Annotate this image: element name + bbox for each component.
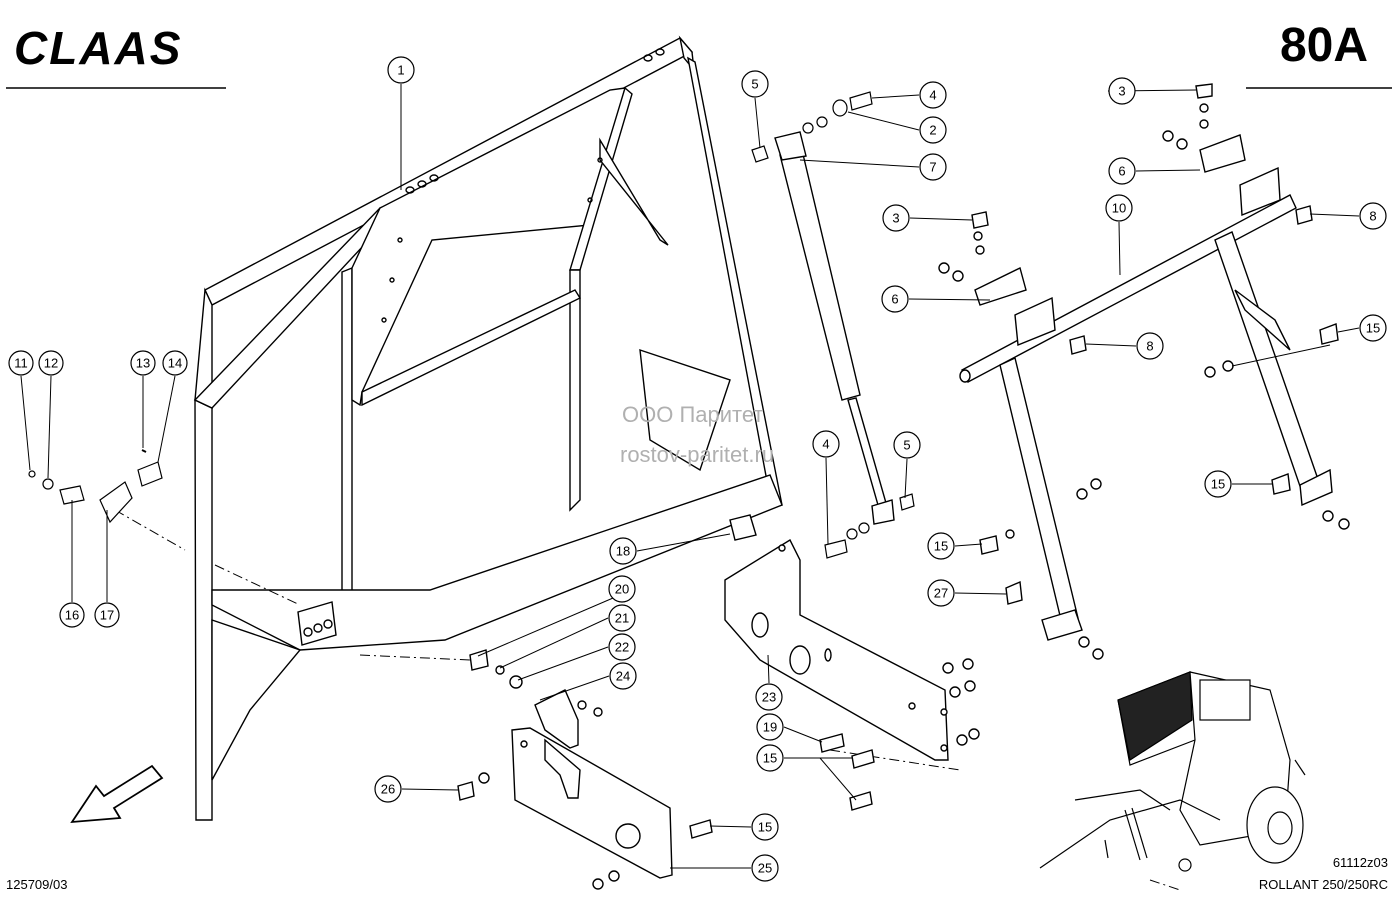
brand-logo: CLAAS: [14, 22, 182, 74]
callout-label: 10: [1112, 201, 1126, 216]
callout-label: 22: [615, 640, 629, 655]
callout-label: 12: [44, 356, 58, 371]
callout-label: 21: [615, 611, 629, 626]
callout-label: 6: [1118, 164, 1125, 179]
callout-22: 22: [608, 633, 636, 661]
lower-plates: [457, 649, 713, 890]
callout-6b: 6: [881, 285, 909, 313]
callout-label: 2: [929, 123, 936, 138]
gas-strut: [774, 131, 895, 525]
callout-21: 21: [608, 604, 636, 632]
callouts: 1 5 4 2 7 3 6 10 8 3 6 8 15 11 12 13 14 …: [8, 56, 1387, 882]
mounting-bracket: [724, 514, 980, 811]
callout-label: 25: [758, 861, 772, 876]
callout-label: 16: [65, 608, 79, 623]
callout-15e: 15: [751, 813, 779, 841]
callout-17: 17: [94, 602, 120, 628]
callout-label: 15: [763, 751, 777, 766]
callout-label: 13: [136, 356, 150, 371]
gas-strut-fasteners: [751, 91, 915, 559]
leader-lines: [20, 84, 1360, 869]
watermark-url: rostov-paritet.ru: [620, 442, 775, 467]
callout-23: 23: [755, 683, 783, 711]
callout-19: 19: [756, 713, 784, 741]
callout-label: 15: [1211, 477, 1225, 492]
crossbar-assembly: [938, 83, 1350, 660]
callout-label: 7: [929, 160, 936, 175]
callout-label: 6: [891, 292, 898, 307]
callout-label: 8: [1146, 339, 1153, 354]
callout-label: 1: [397, 63, 404, 78]
alignment-lines: [114, 509, 1181, 891]
callout-label: 5: [751, 77, 758, 92]
callout-label: 17: [100, 608, 114, 623]
callout-5b: 5: [893, 431, 921, 459]
callout-label: 3: [1118, 84, 1125, 99]
callout-8a: 8: [1359, 202, 1387, 230]
callout-20: 20: [608, 575, 636, 603]
callout-4b: 4: [812, 430, 840, 458]
callout-3a: 3: [1108, 77, 1136, 105]
callout-label: 23: [762, 690, 776, 705]
callout-label: 24: [616, 669, 630, 684]
callout-label: 8: [1369, 209, 1376, 224]
callout-label: 26: [381, 782, 395, 797]
baler-thumbnail: [1039, 671, 1306, 872]
callout-15a: 15: [1359, 314, 1387, 342]
callout-27: 27: [927, 579, 955, 607]
callout-18: 18: [609, 537, 637, 565]
callout-label: 18: [616, 544, 630, 559]
callout-label: 14: [168, 356, 182, 371]
callout-13: 13: [130, 350, 156, 376]
callout-label: 15: [934, 539, 948, 554]
main-frame: [193, 35, 783, 821]
callout-15b: 15: [927, 532, 955, 560]
figure-number: 61112z03: [1332, 855, 1388, 870]
callout-label: 3: [892, 211, 899, 226]
callout-label: 19: [763, 720, 777, 735]
callout-15d: 15: [756, 744, 784, 772]
callout-14: 14: [162, 350, 188, 376]
watermark-company: ООО Паритет: [622, 402, 764, 427]
page-code: 80A: [1279, 19, 1368, 72]
callout-11: 11: [8, 350, 34, 376]
callout-label: 15: [1366, 321, 1380, 336]
model-name: ROLLANT 250/250RC: [1258, 877, 1388, 892]
callout-16: 16: [59, 602, 85, 628]
callout-25: 25: [751, 854, 779, 882]
callout-26: 26: [374, 775, 402, 803]
callout-6a: 6: [1108, 157, 1136, 185]
callout-24: 24: [609, 662, 637, 690]
drawing-number: 125709/03: [6, 877, 68, 892]
callout-2: 2: [919, 116, 947, 144]
callout-label: 4: [929, 88, 936, 103]
callout-label: 11: [14, 356, 28, 371]
callout-12: 12: [38, 350, 64, 376]
callout-label: 27: [934, 586, 948, 601]
callout-label: 5: [903, 438, 910, 453]
callout-10: 10: [1105, 194, 1133, 222]
callout-8b: 8: [1136, 332, 1164, 360]
callout-label: 15: [758, 820, 772, 835]
callout-label: 20: [615, 582, 629, 597]
callout-4a: 4: [919, 81, 947, 109]
callout-5a: 5: [741, 70, 769, 98]
callout-3b: 3: [882, 204, 910, 232]
callout-15c: 15: [1204, 470, 1232, 498]
callout-label: 4: [822, 437, 829, 452]
direction-arrow-icon: [70, 764, 164, 824]
callout-1: 1: [387, 56, 415, 84]
callout-7: 7: [919, 153, 947, 181]
